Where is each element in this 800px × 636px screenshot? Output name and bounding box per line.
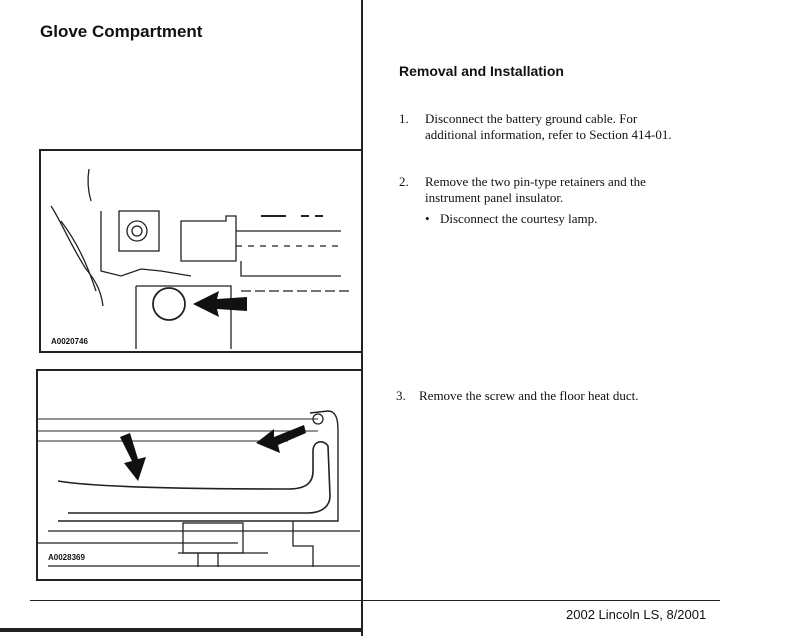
step-line: instrument panel insulator. — [425, 190, 564, 205]
figure-insulator-retainers: A0020746 — [39, 149, 363, 353]
arrow-to-duct — [120, 433, 146, 481]
step-line: additional information, refer to Section… — [425, 127, 672, 142]
footer-rule — [30, 600, 720, 601]
step-line: Remove the two pin-type retainers and th… — [425, 174, 646, 189]
footer-text: 2002 Lincoln LS, 8/2001 — [566, 607, 707, 622]
figure-code: A0028369 — [48, 553, 85, 562]
figure-code: A0020746 — [51, 337, 88, 346]
arrow-to-retainer — [193, 291, 247, 317]
step-number: 3. — [396, 388, 406, 403]
insulator-illustration — [50, 168, 351, 349]
heat-duct-illustration — [38, 410, 360, 567]
step-text: Remove the screw and the floor heat duct… — [419, 388, 638, 404]
substep-text: Disconnect the courtesy lamp. — [440, 211, 598, 226]
step-line: Disconnect the battery ground cable. For — [425, 111, 638, 126]
step-line: Remove the screw and the floor heat duct… — [419, 388, 639, 403]
arrow-to-screw — [256, 425, 306, 453]
section-heading: Removal and Installation — [399, 63, 564, 79]
page-edge-bar — [0, 628, 362, 632]
step-text: Remove the two pin-type retainers and th… — [425, 174, 646, 206]
step-text: Disconnect the battery ground cable. For… — [425, 111, 672, 143]
page-title: Glove Compartment — [40, 22, 203, 41]
bullet-marker: • — [425, 211, 430, 226]
step-number: 2. — [399, 174, 409, 189]
step-number: 1. — [399, 111, 409, 126]
figure-floor-heat-duct: A0028369 — [36, 369, 363, 581]
